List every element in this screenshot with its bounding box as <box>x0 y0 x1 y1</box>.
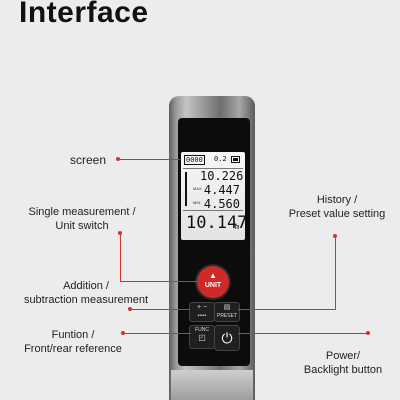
callout-dot-screen <box>116 157 120 161</box>
power-button[interactable]: ⏻ <box>214 325 240 351</box>
callout-line-screen <box>118 159 180 160</box>
callout-dot-addition <box>128 307 132 311</box>
callout-dot-unit <box>118 231 122 235</box>
label-addition: Addition / subtraction measurement <box>8 279 164 307</box>
power-icon: ⏻ <box>221 330 233 346</box>
label-addition-line1: Addition / <box>63 280 109 292</box>
unit-button[interactable]: ▲ UNIT <box>197 266 229 298</box>
label-history-line1: History / <box>316 194 358 206</box>
func-button-label: FUNC <box>195 327 209 333</box>
lcd-line-3: 4.560 <box>203 197 240 211</box>
callout-line-power <box>238 333 368 334</box>
callout-line-function <box>123 333 191 334</box>
triangle-icon: ▲ <box>209 271 217 280</box>
page-title: Interface <box>19 0 149 29</box>
label-function-line1: Funtion / <box>51 329 95 341</box>
label-power-line2: Backlight button <box>303 364 383 376</box>
label-history: History / Preset value setting <box>284 193 390 221</box>
lcd-tag-min: MIN <box>193 200 201 205</box>
add-subtract-button[interactable]: + − ••••• <box>189 302 215 322</box>
device-bottom-band <box>171 370 253 400</box>
callout-line-unit-v <box>120 233 121 281</box>
preset-button[interactable]: ▤ PRESET <box>214 302 240 322</box>
lcd-counter: 0000 <box>184 155 205 165</box>
plus-minus-label: + − <box>196 304 208 311</box>
callout-line-history-h <box>238 309 336 310</box>
preset-button-label: PRESET <box>216 313 237 319</box>
reference-icon: ◰ <box>198 333 206 342</box>
callout-line-addition <box>130 309 190 310</box>
battery-icon <box>231 156 241 165</box>
label-screen: screen <box>70 153 107 167</box>
lcd-mode: 0.2 <box>214 155 227 163</box>
callout-dot-history <box>333 234 337 238</box>
label-history-line2: Preset value setting <box>288 208 386 220</box>
lcd-status-row: 0000 0.2 <box>184 155 242 166</box>
unit-button-label: UNIT <box>204 282 222 289</box>
lcd-level-bar <box>185 172 187 206</box>
label-function: Funtion / Front/rear reference <box>18 328 128 356</box>
callout-line-unit-h <box>120 281 198 282</box>
label-single-measurement-line2: Unit switch <box>55 220 109 232</box>
dots-icon: ••••• <box>197 313 207 319</box>
lcd-unit: m <box>235 223 240 231</box>
lcd-tag-max: MAX <box>193 186 202 191</box>
lcd-main-reading: 10.147 <box>186 213 248 233</box>
lcd-separator-2 <box>183 210 243 211</box>
label-power: Power/ Backlight button <box>290 349 396 377</box>
label-single-measurement: Single measurement / Unit switch <box>26 205 138 233</box>
callout-line-history-v <box>335 236 336 309</box>
func-button[interactable]: FUNC ◰ <box>189 325 215 349</box>
lcd-separator <box>183 168 243 169</box>
label-function-line2: Front/rear reference <box>24 343 122 355</box>
label-single-measurement-line1: Single measurement / <box>28 206 136 218</box>
label-power-line1: Power/ <box>325 350 361 362</box>
callout-dot-power <box>366 331 370 335</box>
lcd-line-1: 10.226 <box>200 169 244 183</box>
callout-dot-function <box>121 331 125 335</box>
lcd-screen <box>181 152 245 240</box>
list-icon: ▤ <box>223 304 231 311</box>
label-addition-line2: subtraction measurement <box>23 294 149 306</box>
lcd-line-2: 4.447 <box>203 183 240 197</box>
